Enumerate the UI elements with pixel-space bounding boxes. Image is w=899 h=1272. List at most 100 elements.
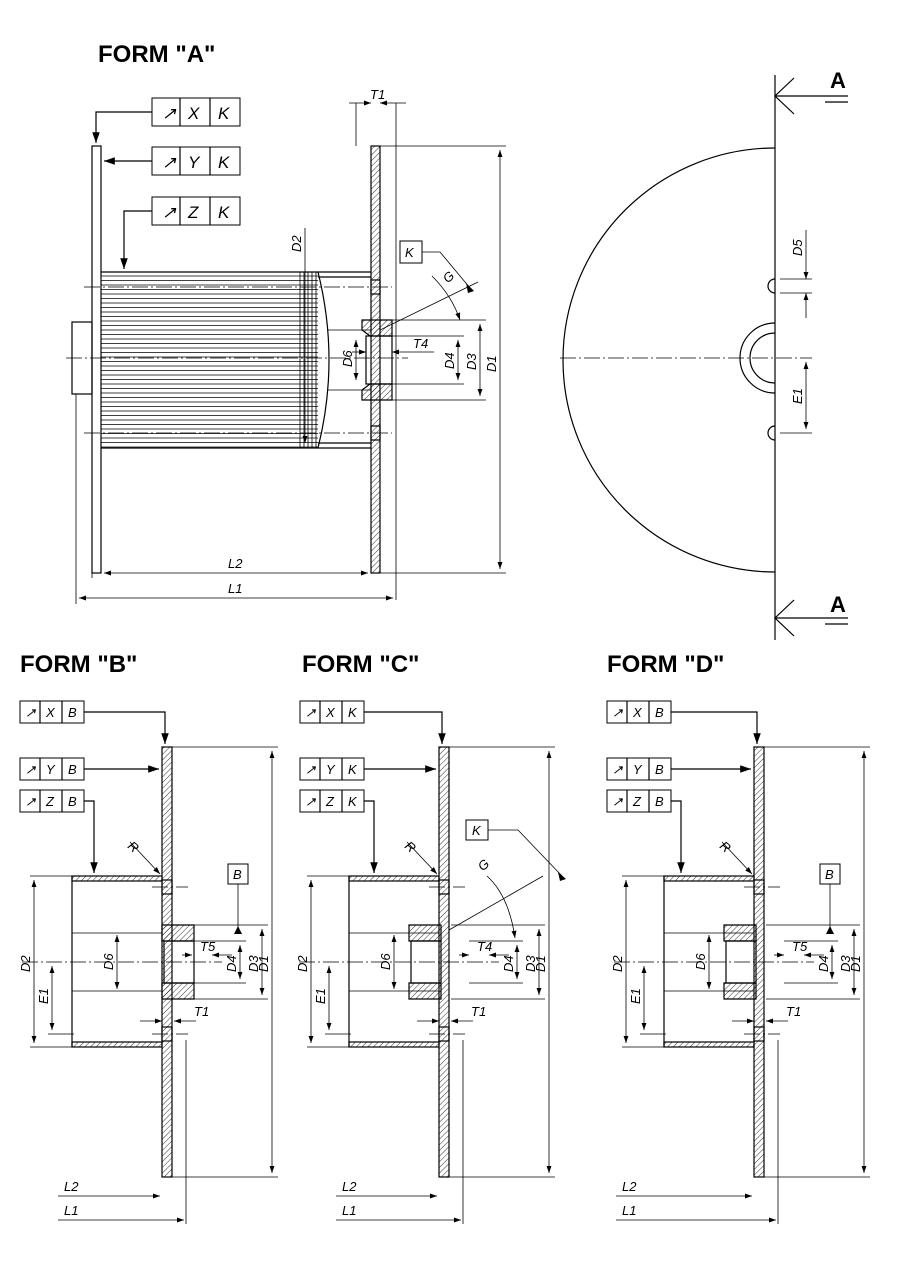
form-title: FORM "B" xyxy=(20,651,137,678)
section-mark-top: A xyxy=(830,68,846,93)
svg-text:E1: E1 xyxy=(36,988,51,1004)
form-a-title: FORM "A" xyxy=(98,41,215,68)
svg-text:T4: T4 xyxy=(413,336,428,351)
svg-text:D4: D4 xyxy=(501,955,516,972)
svg-text:K: K xyxy=(348,705,358,720)
svg-text:B: B xyxy=(68,762,77,777)
svg-text:D6: D6 xyxy=(101,953,116,970)
svg-text:E1: E1 xyxy=(790,388,805,404)
svg-text:↗: ↗ xyxy=(612,794,623,809)
svg-text:B: B xyxy=(68,794,77,809)
svg-text:D1: D1 xyxy=(484,355,499,372)
svg-text:Z: Z xyxy=(325,794,335,809)
svg-text:Z: Z xyxy=(45,794,55,809)
left-flange xyxy=(91,145,102,574)
svg-text:↗: ↗ xyxy=(305,762,316,777)
svg-text:Y: Y xyxy=(46,762,56,777)
svg-text:T1: T1 xyxy=(786,1004,801,1019)
svg-text:K: K xyxy=(472,823,482,838)
svg-text:D4: D4 xyxy=(442,352,457,369)
svg-text:Z: Z xyxy=(187,203,199,222)
svg-text:X: X xyxy=(632,705,643,720)
svg-text:L1: L1 xyxy=(622,1203,636,1218)
svg-text:L1: L1 xyxy=(342,1203,356,1218)
drum-body xyxy=(101,271,371,449)
svg-text:Z: Z xyxy=(632,794,642,809)
svg-text:Y: Y xyxy=(326,762,336,777)
svg-text:X: X xyxy=(325,705,336,720)
svg-text:B: B xyxy=(68,705,77,720)
svg-text:D2: D2 xyxy=(610,955,625,972)
svg-text:D3: D3 xyxy=(464,353,479,370)
svg-text:↗: ↗ xyxy=(612,762,623,777)
svg-text:B: B xyxy=(233,867,242,882)
svg-text:D2: D2 xyxy=(289,235,304,252)
fcf-x-k: ↗ X K xyxy=(92,97,241,143)
svg-text:L2: L2 xyxy=(622,1179,637,1194)
svg-text:Y: Y xyxy=(188,153,201,172)
section-mark-bottom: A xyxy=(830,592,846,617)
svg-text:↗: ↗ xyxy=(305,705,316,720)
svg-text:↗: ↗ xyxy=(25,762,36,777)
svg-text:D3: D3 xyxy=(523,955,538,972)
svg-text:K: K xyxy=(348,762,358,777)
side-view: D5 E1 A A xyxy=(560,68,848,640)
bushing-bottom xyxy=(361,383,393,401)
bushing-top xyxy=(361,319,393,337)
svg-text:↗: ↗ xyxy=(162,104,177,123)
svg-text:D3: D3 xyxy=(838,955,853,972)
svg-text:T5: T5 xyxy=(792,939,808,954)
svg-text:B: B xyxy=(825,867,834,882)
svg-text:R: R xyxy=(402,838,419,856)
svg-text:↗: ↗ xyxy=(162,153,177,172)
svg-text:L1: L1 xyxy=(64,1203,78,1218)
fcf-y-k: ↗ Y K xyxy=(104,146,241,176)
svg-text:D4: D4 xyxy=(816,955,831,972)
svg-text:L1: L1 xyxy=(228,581,242,596)
svg-text:Y: Y xyxy=(633,762,643,777)
svg-text:D5: D5 xyxy=(790,239,805,256)
svg-text:K: K xyxy=(405,245,415,260)
svg-text:K: K xyxy=(218,203,230,222)
svg-text:B: B xyxy=(655,794,664,809)
svg-text:L2: L2 xyxy=(64,1179,79,1194)
form-title: FORM "C" xyxy=(302,651,419,678)
svg-text:D6: D6 xyxy=(693,953,708,970)
svg-text:E1: E1 xyxy=(313,988,328,1004)
svg-text:G: G xyxy=(475,856,492,874)
svg-text:X: X xyxy=(187,104,200,123)
dimensions-a: T1 D1 D3 D4 D6 T4 D2 L2 L xyxy=(75,87,506,604)
svg-text:T4: T4 xyxy=(477,939,492,954)
fcf-z-k: ↗ Z K xyxy=(120,196,241,269)
svg-text:D6: D6 xyxy=(340,350,355,367)
svg-text:B: B xyxy=(655,705,664,720)
svg-text:D2: D2 xyxy=(18,955,33,972)
svg-text:L2: L2 xyxy=(342,1179,357,1194)
svg-text:D3: D3 xyxy=(246,955,261,972)
svg-text:R: R xyxy=(125,838,142,856)
svg-text:K: K xyxy=(348,794,358,809)
svg-text:↗: ↗ xyxy=(162,203,177,222)
svg-text:T5: T5 xyxy=(200,939,216,954)
svg-text:T1: T1 xyxy=(471,1004,486,1019)
svg-text:↗: ↗ xyxy=(305,794,316,809)
svg-text:L2: L2 xyxy=(228,556,243,571)
bore xyxy=(365,335,393,385)
svg-text:B: B xyxy=(655,762,664,777)
datum-k: K G xyxy=(379,240,479,331)
svg-text:D4: D4 xyxy=(224,955,239,972)
svg-text:↗: ↗ xyxy=(25,794,36,809)
svg-text:T1: T1 xyxy=(194,1004,209,1019)
svg-text:↗: ↗ xyxy=(612,705,623,720)
svg-text:↗: ↗ xyxy=(25,705,36,720)
form-title: FORM "D" xyxy=(607,651,724,678)
svg-text:X: X xyxy=(45,705,56,720)
svg-text:K: K xyxy=(218,104,230,123)
form-a: FORM "A" xyxy=(66,41,506,604)
right-flange xyxy=(370,145,381,574)
svg-text:T1: T1 xyxy=(370,87,385,102)
